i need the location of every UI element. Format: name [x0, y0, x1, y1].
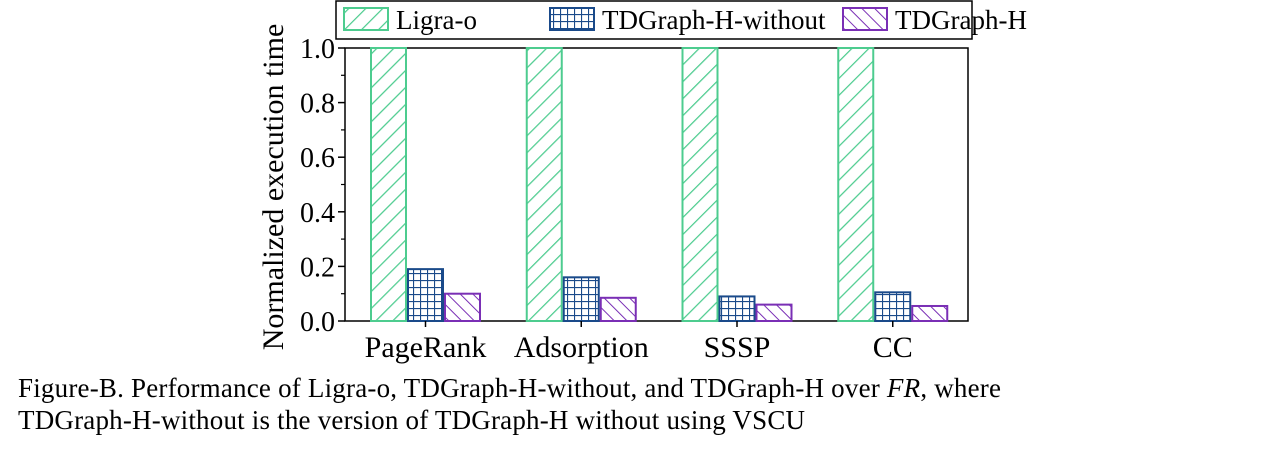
bar-sssp-tdgraph-h-without: [718, 295, 756, 322]
dataset-name: FR: [886, 373, 921, 403]
caption-line-2: TDGraph-H-without is the version of TDGr…: [18, 405, 806, 435]
plot-area: [344, 47, 969, 323]
y-axis: 0.0 0.2 0.4 0.6 0.8 1.0: [300, 34, 345, 338]
y-axis-label: Normalized execution time: [257, 24, 290, 351]
legend-label: TDGraph-H-without: [602, 5, 826, 35]
x-tick-label: Adsorption: [514, 331, 649, 364]
y-tick-label: 0.4: [300, 198, 335, 229]
bar-adsorption-tdgraph-h: [599, 296, 637, 323]
figure-caption: Figure-B. Performance of Ligra-o, TDGrap…: [18, 372, 1268, 436]
bar-pagerank-tdgraph-h: [444, 292, 481, 323]
legend-label: Ligra-o: [396, 5, 477, 35]
bar-sssp-tdgraph-h: [755, 303, 793, 322]
bar-pagerank-tdgraph-h-without: [407, 268, 444, 323]
bar-cc-tdgraph-h: [911, 304, 949, 322]
legend-label: TDGraph-H: [895, 5, 1027, 35]
caption-line-1: Figure-B. Performance of Ligra-o, TDGrap…: [18, 373, 1002, 403]
y-tick-label: 1.0: [300, 34, 335, 65]
legend-swatch-tdgraph-h-without: [549, 7, 595, 31]
y-tick-label: 0.2: [300, 252, 335, 283]
y-tick-label: 0.6: [300, 143, 335, 174]
bar-chart: 0.0 0.2 0.4 0.6 0.8 1.0 PageRank Adsorption SSS…: [257, 0, 1027, 364]
bar-adsorption-tdgraph-h-without: [562, 276, 600, 323]
legend: Ligra-o TDGraph-H-without TDGraph-H: [335, 0, 1027, 40]
bar-sssp-ligra-o: [681, 47, 719, 322]
x-axis: PageRank Adsorption SSSP CC: [365, 321, 913, 364]
legend-swatch-ligra-o: [343, 7, 389, 31]
x-tick-label: PageRank: [365, 331, 487, 364]
bar-cc-tdgraph-h-without: [874, 291, 912, 322]
bar-adsorption-ligra-o: [525, 47, 563, 322]
bar-cc-ligra-o: [837, 47, 875, 322]
x-tick-label: SSSP: [704, 331, 771, 364]
bar-pagerank-ligra-o: [370, 47, 407, 322]
legend-swatch-tdgraph-h: [842, 7, 888, 31]
y-tick-label: 0.8: [300, 89, 335, 120]
x-tick-label: CC: [873, 331, 913, 364]
y-tick-label: 0.0: [300, 307, 335, 338]
